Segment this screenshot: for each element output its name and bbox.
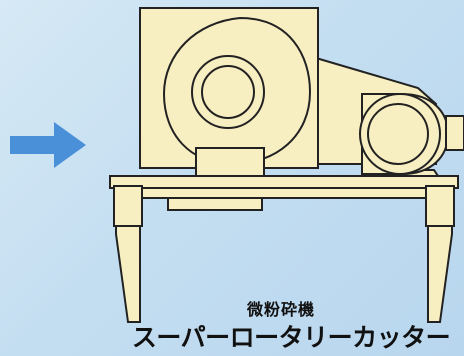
motor (359, 93, 464, 177)
machine-name-label: スーパーロータリーカッター (131, 323, 451, 352)
machine-type-label: 微粉砕機 (246, 300, 315, 319)
base-frame (109, 175, 459, 323)
cutter-housing (139, 7, 319, 169)
housing-pedestal (195, 147, 265, 177)
feed-arrow-icon (10, 122, 86, 168)
